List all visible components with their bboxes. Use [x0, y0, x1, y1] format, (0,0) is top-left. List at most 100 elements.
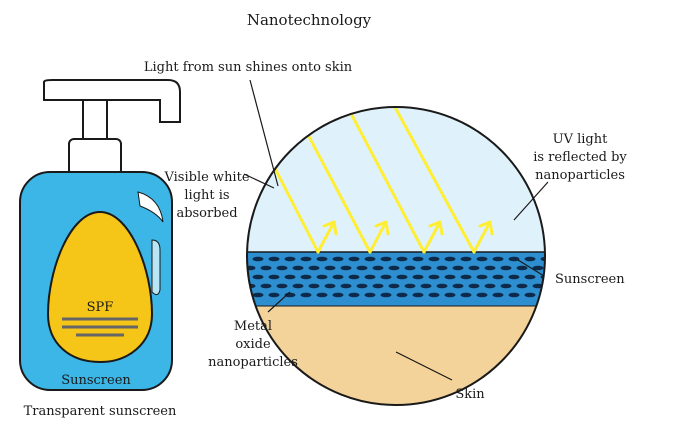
- nanoparticle: [268, 292, 280, 298]
- bottle-highlight: [137, 191, 164, 223]
- nanoparticle: [500, 265, 512, 271]
- sunscreen-layer-label: Sunscreen: [555, 272, 625, 287]
- nanoparticle: [428, 256, 440, 262]
- nanoparticle: [444, 274, 456, 280]
- nanoparticle: [308, 265, 320, 271]
- nanoparticle: [348, 292, 360, 298]
- uv-label-line2: is reflected by: [533, 150, 627, 165]
- nanoparticle: [500, 283, 512, 289]
- nanoparticle: [364, 256, 376, 262]
- nanoparticle: [247, 274, 248, 280]
- nanoparticle: [436, 265, 448, 271]
- nanoparticle: [356, 283, 368, 289]
- nanoparticle: [268, 256, 280, 262]
- nanoparticle: [484, 283, 496, 289]
- leader-lines: [243, 79, 549, 381]
- nanoparticle: [324, 265, 336, 271]
- nanoparticle: [508, 274, 520, 280]
- nanoparticle: [412, 274, 424, 280]
- nanoparticle: [252, 274, 264, 280]
- visible-light-label-line2: light is: [184, 188, 229, 203]
- nanoparticle: [524, 256, 536, 262]
- nanoparticle: [428, 292, 440, 298]
- nanoparticle: [492, 292, 504, 298]
- nanoparticle: [292, 265, 304, 271]
- nanoparticle: [348, 274, 360, 280]
- nanoparticle: [428, 274, 440, 280]
- nanoparticle: [492, 274, 504, 280]
- nanoparticle: [247, 292, 248, 298]
- nanoparticle: [460, 256, 472, 262]
- nanoparticle: [476, 292, 488, 298]
- nanoparticle: [364, 292, 376, 298]
- nanoparticle: [276, 265, 288, 271]
- bottle-cap: [68, 138, 122, 176]
- bottle-caption: Transparent sunscreen: [24, 404, 177, 419]
- nanoparticle: [540, 292, 545, 298]
- spf-text: SPF: [87, 300, 114, 315]
- nanoparticle: [460, 292, 472, 298]
- nanoparticle: [508, 256, 520, 262]
- nanoparticle: [356, 265, 368, 271]
- uv-label-line3: nanoparticles: [535, 168, 625, 183]
- nanoparticle: [340, 283, 352, 289]
- nanoparticle: [412, 292, 424, 298]
- visible-light-label-line3: absorbed: [176, 206, 237, 221]
- nanoparticle: [420, 283, 432, 289]
- nanoparticle: [460, 274, 472, 280]
- nanoparticle: [308, 283, 320, 289]
- nanoparticle: [396, 292, 408, 298]
- nanoparticle: [396, 256, 408, 262]
- nanoparticle: [316, 274, 328, 280]
- nanoparticle: [516, 265, 528, 271]
- nanoparticles: [247, 256, 560, 298]
- bottle-side-highlight: [151, 239, 161, 296]
- nanoparticle: [524, 274, 536, 280]
- nanoparticle: [444, 292, 456, 298]
- nanoparticle: [247, 265, 256, 271]
- nanoparticle: [549, 266, 560, 271]
- nanoparticle: [247, 256, 248, 262]
- nanoparticle: [404, 265, 416, 271]
- nanoparticle: [412, 256, 424, 262]
- nanoparticle: [468, 283, 480, 289]
- nanoparticle: [380, 256, 392, 262]
- nanoparticle: [532, 265, 544, 271]
- bottle-brand-text: Sunscreen: [61, 373, 131, 388]
- nanoparticle: [364, 274, 376, 280]
- spf-label-shape: [46, 210, 154, 364]
- metal-oxide-label-line1: Metal: [234, 319, 272, 334]
- nanoparticle: [508, 292, 520, 298]
- magnifier-outline: [246, 106, 546, 406]
- nanoparticle: [524, 292, 536, 298]
- nanoparticle: [276, 283, 288, 289]
- nanoparticle: [300, 256, 312, 262]
- uv-label-line1: UV light: [553, 132, 608, 147]
- skin-label: Skin: [455, 387, 485, 402]
- nanoparticle: [300, 274, 312, 280]
- nanoparticle: [476, 256, 488, 262]
- nanoparticle: [316, 256, 328, 262]
- nanoparticle: [292, 283, 304, 289]
- pump-stem: [82, 99, 108, 141]
- nanoparticle: [436, 283, 448, 289]
- nanoparticle: [268, 274, 280, 280]
- nanoparticle: [372, 265, 384, 271]
- metal-oxide-label-line2: oxide: [235, 337, 271, 352]
- nanoparticle: [316, 292, 328, 298]
- nanoparticle: [340, 265, 352, 271]
- nanoparticle: [324, 283, 336, 289]
- nanoparticle: [492, 256, 504, 262]
- nanoparticle: [476, 274, 488, 280]
- reflected-rays: [316, 220, 494, 254]
- nanoparticle: [252, 292, 264, 298]
- nanoparticle: [484, 265, 496, 271]
- nanoparticle: [332, 274, 344, 280]
- light-ray: [388, 107, 476, 254]
- metal-oxide-label-line3: nanoparticles: [208, 355, 298, 370]
- nanoparticle: [388, 265, 400, 271]
- nanoparticle: [380, 292, 392, 298]
- nanoparticle: [284, 256, 296, 262]
- nanoparticle: [452, 283, 464, 289]
